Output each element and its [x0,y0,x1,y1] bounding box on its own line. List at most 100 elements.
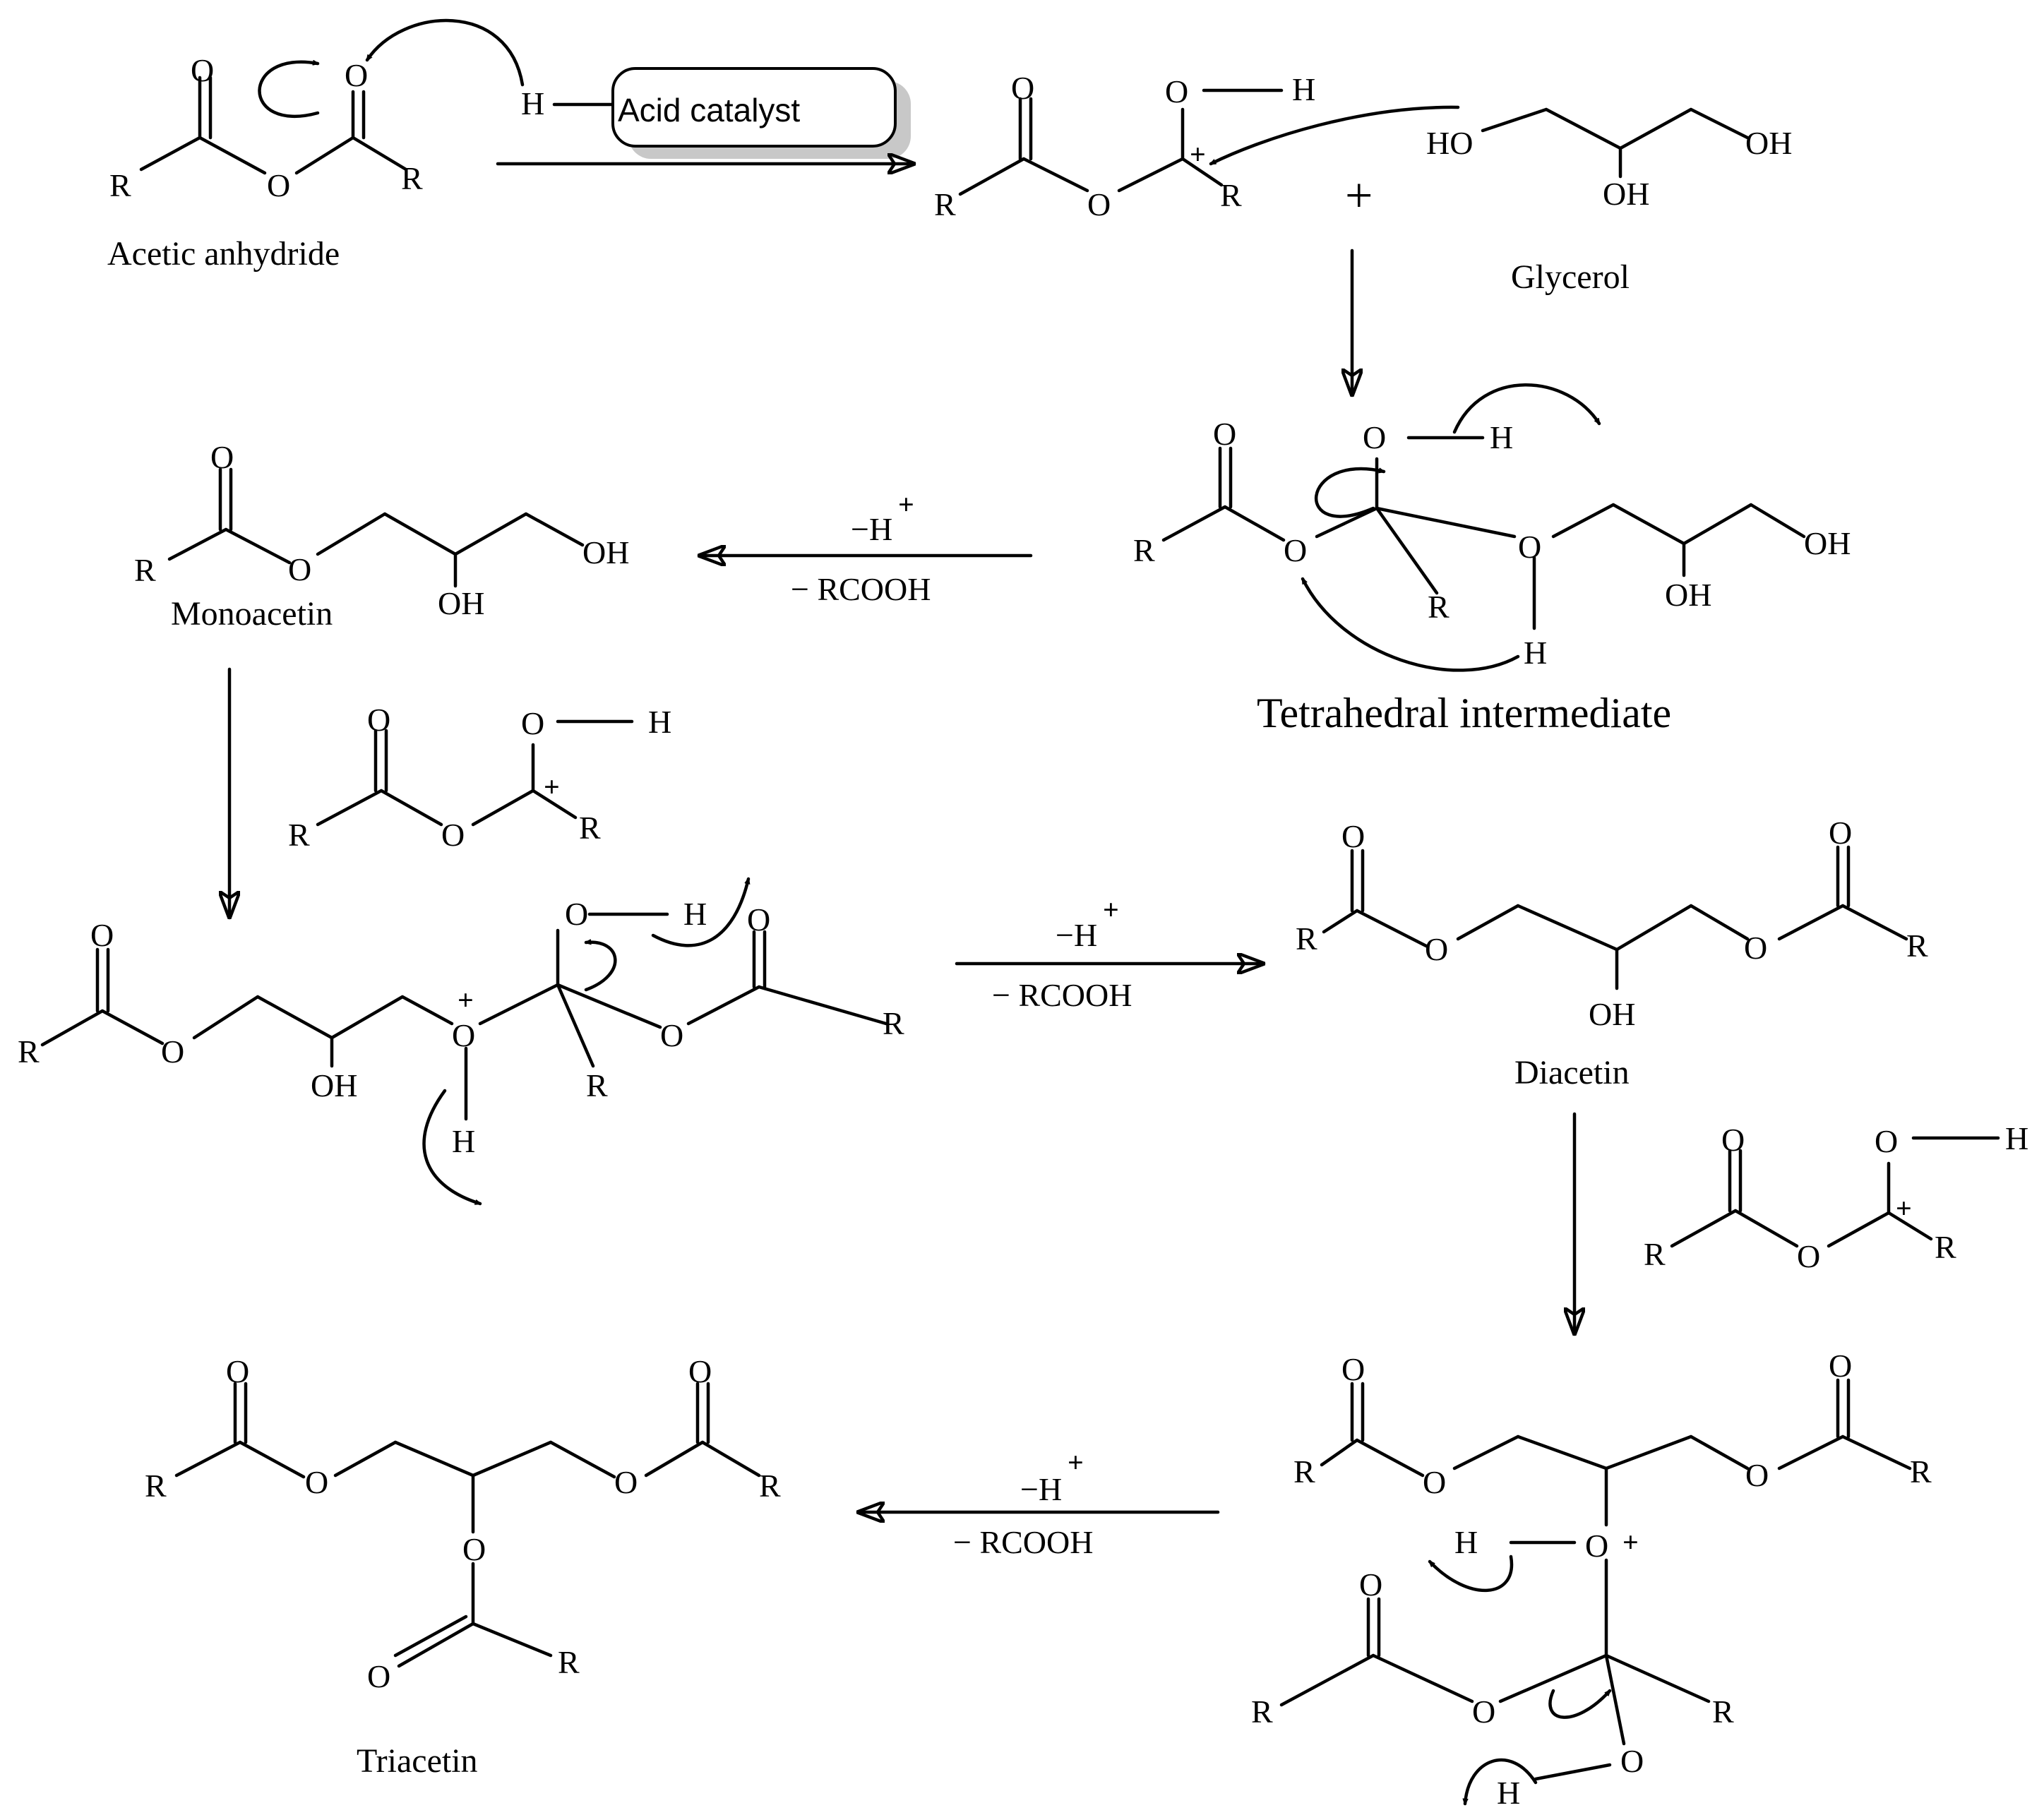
atom-r: R [1428,589,1450,625]
reaction-arrow-5: −H + − RCOOH [955,894,1266,1013]
condition-charge: + [1068,1446,1084,1478]
atom-o: O [747,901,770,938]
atom-r: R [586,1067,608,1103]
atom-r: R [883,1005,904,1041]
atom-r: R [1133,532,1155,568]
condition-minus-h: −H [1020,1471,1062,1507]
atom-r: R [134,552,156,588]
atom-o: O [614,1464,638,1500]
charge-plus: + [458,984,474,1016]
atom-r: R [145,1468,167,1504]
atom-ho: HO [1426,125,1473,161]
atom-o: O [226,1353,249,1389]
label-monoacetin: Monoacetin [171,595,333,633]
atom-r: R [401,160,423,196]
charge-plus: + [1190,138,1206,170]
atom-o: O [452,1017,475,1053]
atom-r: R [1935,1229,1956,1265]
atom-o: O [1744,930,1767,966]
monoacetin-structure: R O O OH OH [134,439,629,621]
atom-r: R [1712,1694,1734,1730]
atom-oh: OH [438,585,484,621]
condition-minus-h: −H [851,511,892,547]
atom-r: R [759,1468,781,1504]
label-acetic-anhydride: Acetic anhydride [107,235,340,272]
atom-oh: OH [311,1067,357,1103]
label-tetrahedral-intermediate: Tetrahedral intermediate [1257,690,1671,736]
atom-o: O [1423,1464,1446,1500]
atom-o: O [1585,1528,1608,1564]
atom-o: O [688,1353,712,1389]
label-diacetin: Diacetin [1514,1054,1630,1091]
atom-h: H [683,896,707,932]
atom-o: O [1829,815,1852,851]
atom-o: O [305,1464,328,1500]
atom-o: O [660,1017,683,1053]
atom-oh: OH [1804,525,1851,561]
diacetin-intermediate-structure: R O O O O R H O + O R O R O H [1251,1348,1932,1811]
diacetin-structure: R O O OH O O R [1296,815,1928,1032]
atom-o: O [210,439,234,475]
atom-o: O [1341,1351,1365,1387]
acid-catalyst: H Acid catalyst [521,67,911,159]
charge-plus: + [544,771,560,803]
condition-minus-h: −H [1056,917,1097,953]
atom-o: O [1213,416,1236,452]
label-acid-catalyst: Acid catalyst [618,92,800,128]
tetrahedral-intermediate-structure: R O O O H R O H OH OH [1133,383,1851,672]
atom-h: H [452,1123,475,1159]
atom-r: R [1293,1454,1315,1490]
atom-o: O [367,702,390,738]
atom-oh: OH [1603,176,1649,212]
reaction-arrow-7: −H + − RCOOH [856,1446,1220,1560]
atom-o: O [1797,1238,1820,1274]
reaction-arrow-3: −H + − RCOOH [697,489,1033,607]
atom-o: O [1620,1743,1644,1779]
atom-r: R [579,810,601,846]
protonated-anhydride-top: R O O O H + R [934,70,1460,222]
atom-o: O [1875,1123,1898,1159]
atom-o: O [1472,1694,1495,1730]
atom-h: H [1292,71,1315,107]
atom-h: H [1454,1524,1478,1560]
atom-o: O [1518,529,1541,565]
label-glycerol: Glycerol [1511,258,1630,296]
atom-h: H [521,85,544,121]
label-triacetin: Triacetin [357,1742,478,1780]
atom-o: O [367,1658,390,1694]
atom-r: R [1220,177,1242,213]
atom-o: O [1721,1122,1745,1158]
triacetin-structure: R O O O O R O O R [145,1353,781,1694]
atom-oh: OH [1589,996,1635,1032]
monoacetin-intermediate-structure: R O O OH O + H O H R O O R [18,877,904,1206]
atom-o: O [267,167,290,203]
atom-o: O [565,896,588,932]
charge-plus: + [1896,1192,1912,1224]
atom-o: O [1284,532,1307,568]
atom-oh: OH [1745,125,1792,161]
condition-charge: + [898,489,914,520]
atom-r: R [1906,928,1928,964]
condition-charge: + [1103,894,1119,926]
atom-o: O [441,817,465,853]
atom-o: O [161,1034,184,1070]
acetic-anhydride-structure: R O O O R [109,18,525,203]
atom-h: H [648,704,671,740]
charge-plus: + [1622,1526,1639,1558]
atom-o: O [462,1531,486,1567]
atom-h: H [1490,419,1513,455]
atom-o: O [1363,419,1386,455]
atom-r: R [1296,921,1317,957]
atom-o: O [1165,73,1188,109]
glycerol-structure: HO OH OH [1426,107,1792,212]
atom-oh: OH [582,534,629,570]
atom-r: R [1910,1454,1932,1490]
atom-o: O [1011,70,1034,106]
plus-sign: + [1345,169,1373,223]
protonated-anhydride-right: R O O O H + R [1644,1120,2028,1274]
atom-o: O [1087,186,1111,222]
atom-r: R [934,186,956,222]
condition-minus-rcooh: − RCOOH [992,977,1132,1013]
condition-minus-rcooh: − RCOOH [791,571,931,607]
